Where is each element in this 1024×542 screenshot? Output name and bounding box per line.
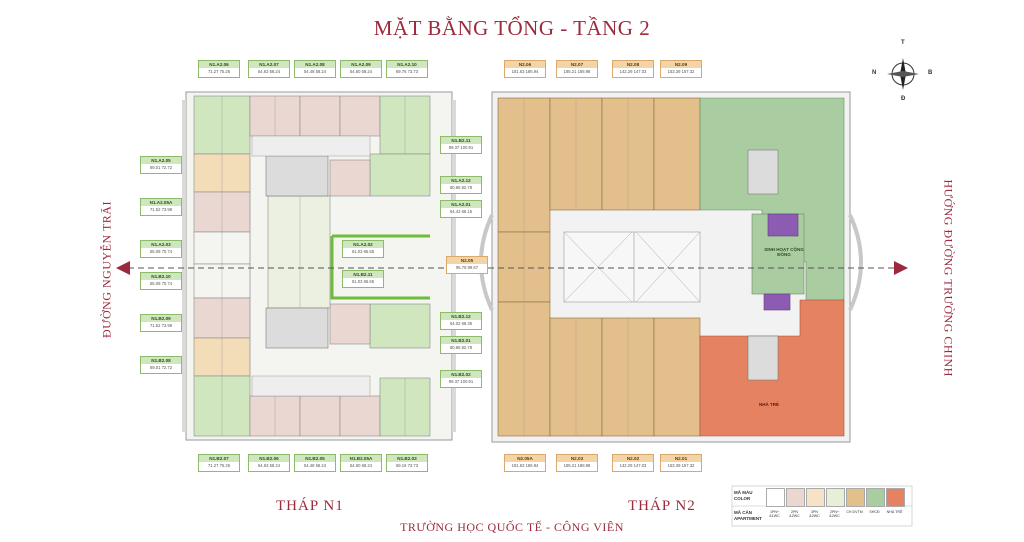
legend-label: 2PN+ &2WC	[829, 510, 840, 518]
compass-west: N	[872, 70, 877, 76]
legend-swatch	[806, 488, 825, 507]
legend-swatch	[786, 488, 805, 507]
legend: MÃ MÀU COLOR MÃ CĂN APARTMENT 1PN+ &1WC …	[732, 486, 912, 526]
legend-color-header: MÃ MÀU COLOR	[734, 490, 753, 501]
tower-n2-plan	[479, 91, 863, 443]
legend-swatch	[846, 488, 865, 507]
legend-label: 1PN+ &1WC	[769, 510, 780, 518]
compass-rose: T Đ N B	[868, 40, 938, 106]
compass-east: B	[928, 70, 933, 76]
legend-swatch	[766, 488, 785, 507]
kindergarten-room-label: NHÀ TRẺ	[759, 402, 779, 407]
tower-n2-label: THÁP N2	[628, 498, 696, 514]
community-room-label: SINH HOẠT CỘNG ĐỒNG	[764, 247, 804, 257]
legend-swatch	[866, 488, 885, 507]
street-bottom-label: TRƯỜNG HỌC QUỐC TẾ - CÔNG VIÊN	[400, 520, 624, 534]
legend-label: 3PN &2WC	[809, 510, 820, 518]
tower-n1-plan	[182, 91, 456, 441]
page-title: MẶT BẰNG TỔNG - TẦNG 2	[373, 16, 651, 40]
compass-icon	[887, 58, 919, 90]
tower-n1-label: THÁP N1	[276, 498, 344, 514]
legend-apartment-header: MÃ CĂN APARTMENT	[734, 510, 762, 521]
compass-north: T	[901, 40, 905, 46]
legend-swatch	[826, 488, 845, 507]
legend-label: CH DVTM	[846, 510, 863, 514]
axis-line	[116, 261, 908, 275]
legend-label: NHÀ TRẺ	[886, 510, 903, 514]
legend-swatch	[886, 488, 905, 507]
street-right-label: HƯỚNG ĐƯỜNG TRƯỜNG CHINH	[941, 179, 956, 377]
compass-south: Đ	[901, 96, 906, 102]
legend-label: SHCĐ	[869, 510, 880, 514]
street-left-label: ĐƯỜNG NGUYỄN TRÃI	[99, 201, 114, 338]
legend-label: 2PN &2WC	[789, 510, 800, 518]
